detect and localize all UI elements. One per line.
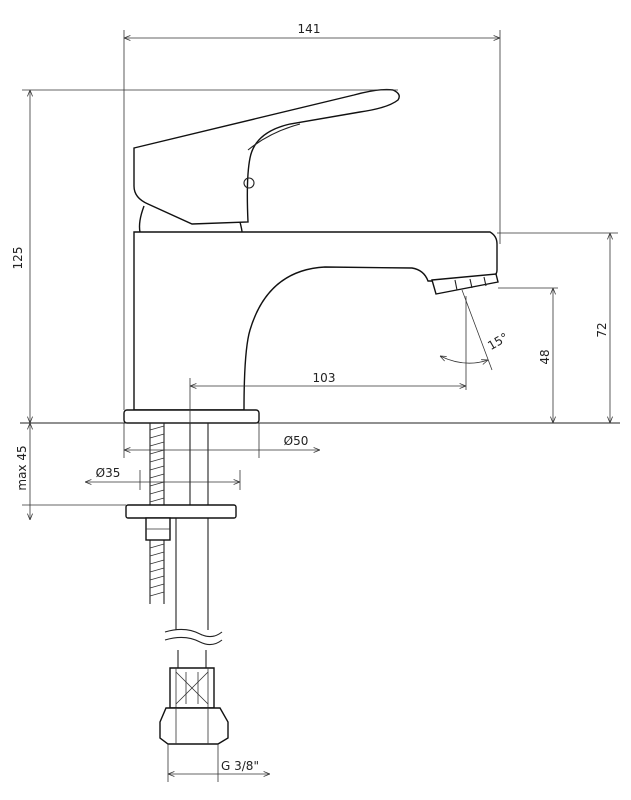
label-spout-height: 72 [595,322,609,337]
aerator [431,273,499,295]
label-height-total: 125 [11,247,25,270]
label-spout-reach: 103 [313,371,336,385]
cartridge-neck [138,205,243,233]
lever-handle [133,88,400,225]
label-hole-diameter: Ø35 [96,466,121,480]
label-angle: 15° [485,330,510,353]
threaded-stud [149,423,165,604]
hex-nut [159,707,229,745]
dimension-lines [22,30,618,782]
faucet-body [123,88,499,424]
lever-highlight [247,123,301,151]
spout-outline [133,231,498,411]
mounting-hardware [20,422,620,745]
base-plate [123,409,260,424]
label-aerator-height: 48 [538,349,552,364]
fixing-plate [125,504,237,519]
dimension-labels: 141 125 72 48 103 15° Ø50 Ø35 max 45 G 3… [11,22,609,773]
aerator-detail [454,276,487,291]
pivot-screw [243,177,255,189]
break-line [164,628,223,646]
label-max-thickness: max 45 [15,445,29,490]
label-width-total: 141 [298,22,321,36]
label-thread: G 3/8" [221,759,259,773]
label-base-diameter: Ø50 [284,434,309,448]
